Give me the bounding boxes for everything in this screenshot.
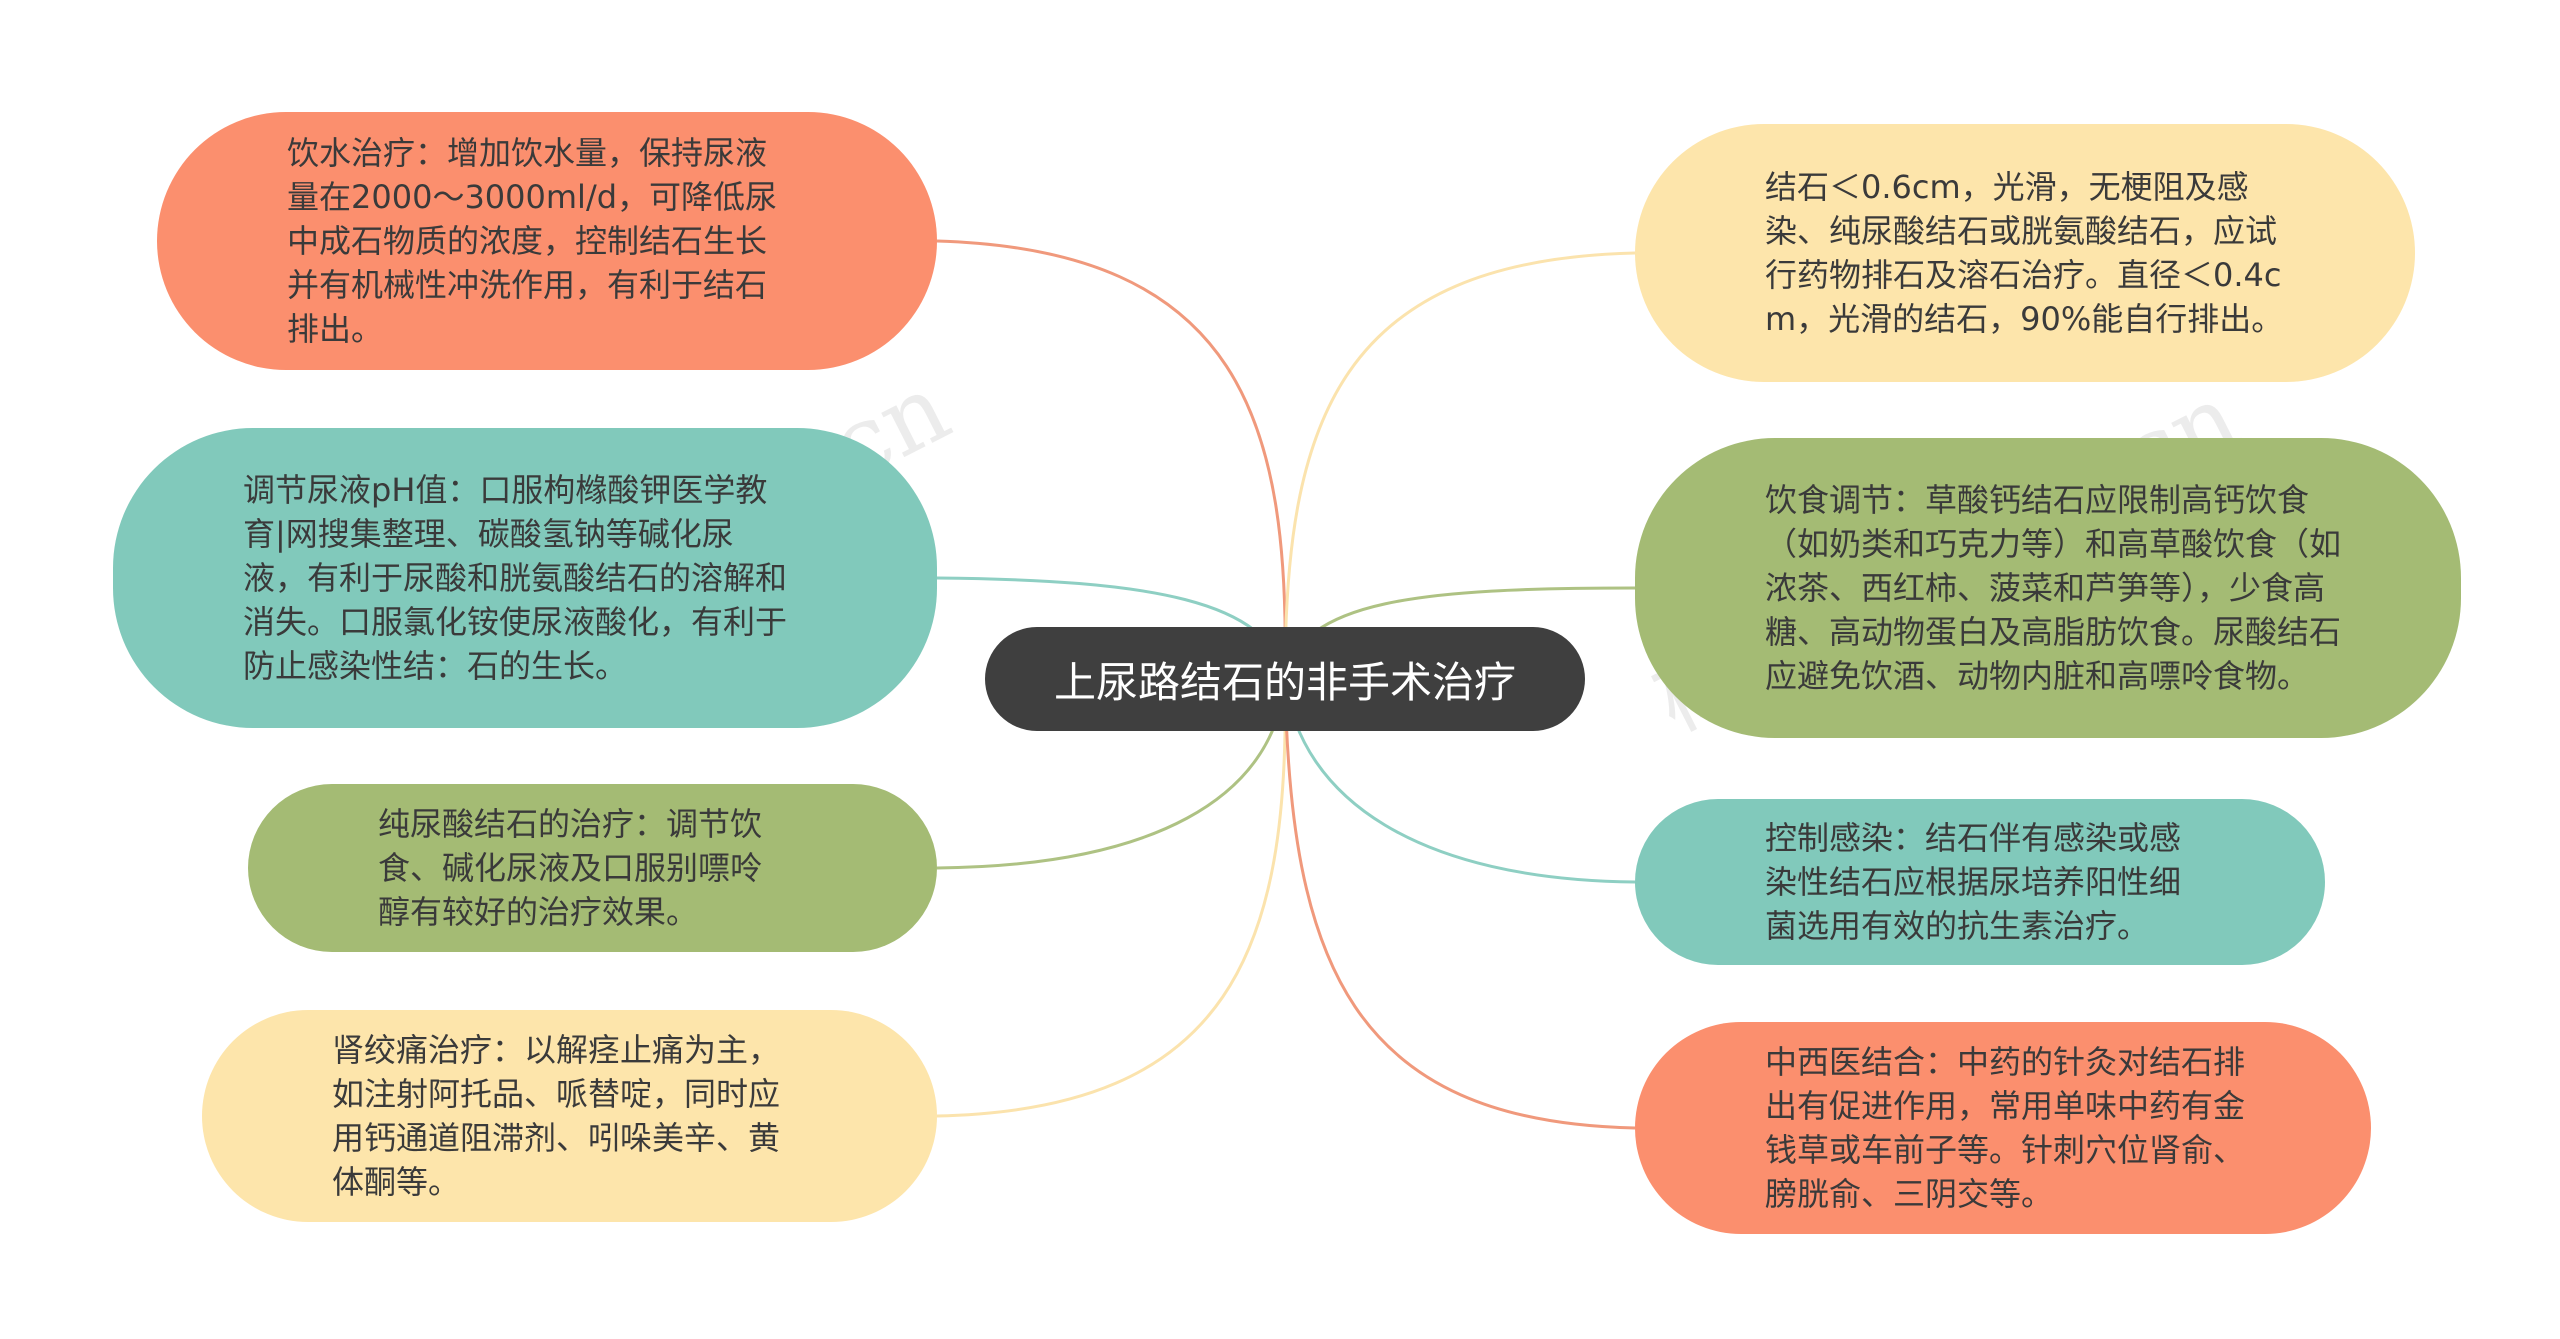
center-topic[interactable]: 上尿路结石的非手术治疗 <box>985 627 1585 731</box>
node-text: 控制感染：结石伴有感染或感染性结石应根据尿培养阳性细菌选用有效的抗生素治疗。 <box>1765 819 2182 945</box>
node-text: 饮水治疗：增加饮水量，保持尿液量在2000～3000ml/d，可降低尿中成石物质… <box>287 134 778 348</box>
node-text: 肾绞痛治疗：以解痉止痛为主，如注射阿托品、哌替啶，同时应用钙通道阻滞剂、吲哚美辛… <box>332 1031 781 1201</box>
node-renal-colic-treatment[interactable]: 肾绞痛治疗：以解痉止痛为主，如注射阿托品、哌替啶，同时应用钙通道阻滞剂、吲哚美辛… <box>202 1010 937 1222</box>
node-diet-adjustment[interactable]: 饮食调节：草酸钙结石应限制高钙饮食（如奶类和巧克力等）和高草酸饮食（如浓茶、西红… <box>1635 438 2461 738</box>
node-urine-ph-adjustment[interactable]: 调节尿液pH值：口服枸橼酸钾医学教育|网搜集整理、碳酸氢钠等碱化尿液，有利于尿酸… <box>113 428 937 728</box>
connector-l4 <box>936 678 1287 1118</box>
center-topic-label: 上尿路结石的非手术治疗 <box>1053 657 1516 707</box>
node-stone-size-criteria[interactable]: 结石＜0.6cm，光滑，无梗阻及感染、纯尿酸结石或胱氨酸结石，应试行药物排石及溶… <box>1635 124 2415 382</box>
node-text: 调节尿液pH值：口服枸橼酸钾医学教育|网搜集整理、碳酸氢钠等碱化尿液，有利于尿酸… <box>243 471 788 685</box>
node-text: 纯尿酸结石的治疗：调节饮食、碱化尿液及口服别嘌呤醇有较好的治疗效果。 <box>378 805 763 931</box>
node-uric-acid-stone-treatment[interactable]: 纯尿酸结石的治疗：调节饮食、碱化尿液及口服别嘌呤醇有较好的治疗效果。 <box>248 784 937 952</box>
node-hydration-therapy[interactable]: 饮水治疗：增加饮水量，保持尿液量在2000～3000ml/d，可降低尿中成石物质… <box>157 112 937 370</box>
connector-r4 <box>1283 678 1636 1130</box>
node-text: 结石＜0.6cm，光滑，无梗阻及感染、纯尿酸结石或胱氨酸结石，应试行药物排石及溶… <box>1765 168 2284 338</box>
node-infection-control[interactable]: 控制感染：结石伴有感染或感染性结石应根据尿培养阳性细菌选用有效的抗生素治疗。 <box>1635 799 2325 965</box>
connector-r1 <box>1283 251 1636 680</box>
node-text: 饮食调节：草酸钙结石应限制高钙饮食（如奶类和巧克力等）和高草酸饮食（如浓茶、西红… <box>1765 481 2342 695</box>
node-integrated-medicine[interactable]: 中西医结合：中药的针灸对结石排出有促进作用，常用单味中药有金钱草或车前子等。针刺… <box>1635 1022 2371 1234</box>
connector-l1 <box>936 239 1287 680</box>
node-text: 中西医结合：中药的针灸对结石排出有促进作用，常用单味中药有金钱草或车前子等。针刺… <box>1765 1043 2246 1213</box>
